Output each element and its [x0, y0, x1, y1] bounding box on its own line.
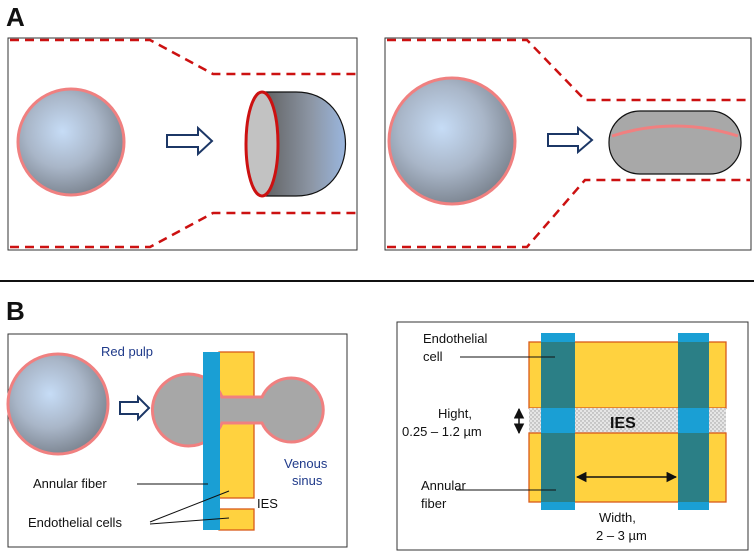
ies-label: IES	[610, 415, 636, 432]
arrow-right-icon	[166, 125, 214, 157]
height-label-1: Hight,	[438, 406, 472, 421]
red-blood-cell	[6, 352, 110, 456]
ies-label: IES	[257, 496, 278, 511]
deformed-cell-face	[244, 90, 280, 198]
squeezing-cell	[150, 372, 325, 448]
endothelial-leader-1	[149, 490, 230, 523]
endothelial-cell-label-1: Endothelial	[423, 331, 487, 346]
annular-fiber-label-1: Annular	[421, 478, 466, 493]
endothelial-cell-label-2: cell	[423, 349, 443, 364]
vessel-wall-bottom	[387, 178, 750, 249]
panel-b-right-box: IES Endothelial cell Hight, 0.25 – 1.2 µ…	[396, 321, 749, 551]
deformed-cell-cap	[261, 91, 347, 197]
panel-b-label: B	[6, 296, 25, 326]
venous-sinus-label-2: sinus	[292, 473, 323, 488]
arrow-right-icon	[547, 125, 594, 155]
arrow-right-icon	[119, 394, 151, 422]
endothelial-leader-2	[149, 517, 230, 525]
annular-fiber	[203, 352, 220, 530]
annular-fiber-label: Annular fiber	[33, 476, 107, 491]
annular-fiber-left-overlap-top	[541, 342, 575, 408]
panel-a-right-box	[384, 37, 752, 251]
panel-a-label: A	[6, 2, 25, 32]
annular-fiber-right-overlap-bottom	[678, 433, 709, 502]
height-label-2: 0.25 – 1.2 µm	[402, 424, 482, 439]
panel-a-left-box	[7, 37, 358, 251]
annular-fiber-label-2: fiber	[421, 496, 447, 511]
venous-sinus-label-1: Venous	[284, 456, 328, 471]
endothelial-cell-upper	[218, 351, 255, 499]
annular-fiber-right-overlap-top	[678, 342, 709, 408]
endothelial-cell-lower	[218, 508, 255, 531]
red-blood-cell	[387, 76, 517, 206]
vessel-wall-top	[387, 38, 750, 102]
red-blood-cell	[16, 87, 126, 197]
elongated-cell-rim	[611, 124, 739, 138]
red-pulp-label: Red pulp	[101, 344, 153, 359]
endothelial-cells-label: Endothelial cells	[28, 515, 122, 530]
width-label-2: 2 – 3 µm	[596, 528, 647, 543]
elongated-cell	[608, 110, 742, 175]
annular-fiber-left-overlap-bottom	[541, 433, 575, 502]
panel-b-left-box: Red pulp Venous sinus Annular fiber IES …	[6, 333, 348, 548]
width-label-1: Width,	[599, 510, 636, 525]
